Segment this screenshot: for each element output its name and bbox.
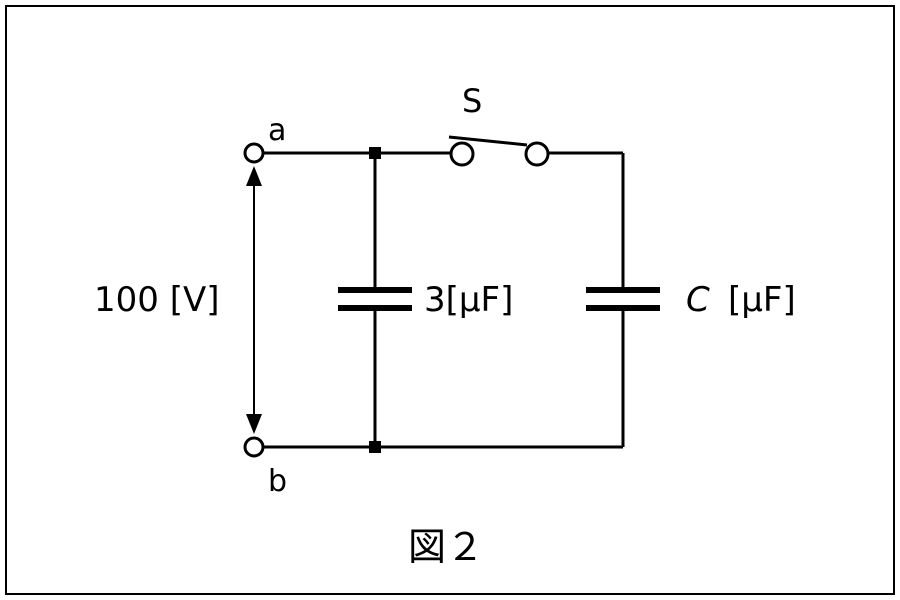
terminal-b-label: b xyxy=(268,464,287,499)
figure-frame xyxy=(5,5,895,595)
voltage-label: 100 [V] xyxy=(94,280,220,320)
voltage-arrow-head-down xyxy=(246,414,262,434)
capacitor-c-unit: [μF] xyxy=(728,280,796,320)
terminal-b xyxy=(243,436,265,458)
junction-bottom xyxy=(369,441,381,453)
terminal-a xyxy=(243,142,265,164)
junction-top xyxy=(369,147,381,159)
capacitor-c-symbol: C xyxy=(686,280,710,320)
switch-label: S xyxy=(462,82,482,120)
switch-contact-right xyxy=(524,141,550,167)
capacitor-3uf-label: 3[μF] xyxy=(424,280,513,320)
switch-blade xyxy=(448,135,528,147)
terminal-a-label: a xyxy=(268,113,286,148)
voltage-arrow-head-up xyxy=(246,166,262,186)
switch-contact-left xyxy=(449,141,475,167)
figure-caption: 図２ xyxy=(408,525,484,569)
